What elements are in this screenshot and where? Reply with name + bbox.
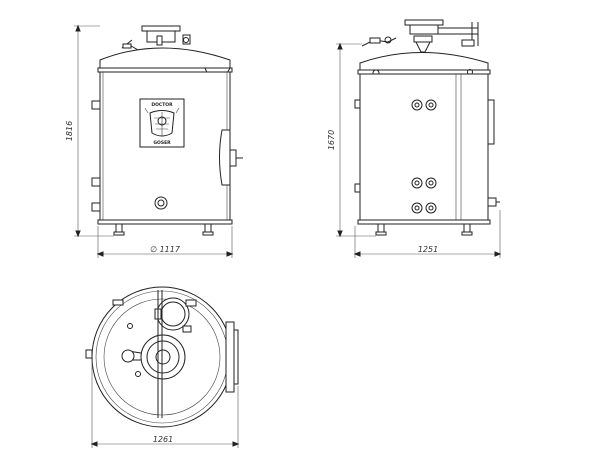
side-height-label: 1670 — [327, 130, 336, 150]
logo-text-bottom: GOSER — [153, 140, 171, 146]
top-dimensions: 1261 — [90, 360, 240, 448]
front-dimensions: 1816 ∅ 1117 — [65, 24, 234, 258]
front-view: DOCTOR GOSER — [91, 25, 243, 236]
side-dimensions: 1670 1251 — [327, 42, 502, 258]
top-view — [85, 286, 239, 428]
front-height-label: 1816 — [65, 121, 74, 141]
top-width-label: 1261 — [153, 435, 173, 444]
side-view — [354, 19, 500, 236]
side-width-label: 1251 — [418, 245, 438, 254]
jacket-port-icon — [411, 99, 437, 214]
front-width-label: ∅ 1117 — [150, 245, 181, 254]
logo-text-top: DOCTOR — [151, 102, 173, 108]
logo-emblem-icon — [144, 107, 180, 137]
